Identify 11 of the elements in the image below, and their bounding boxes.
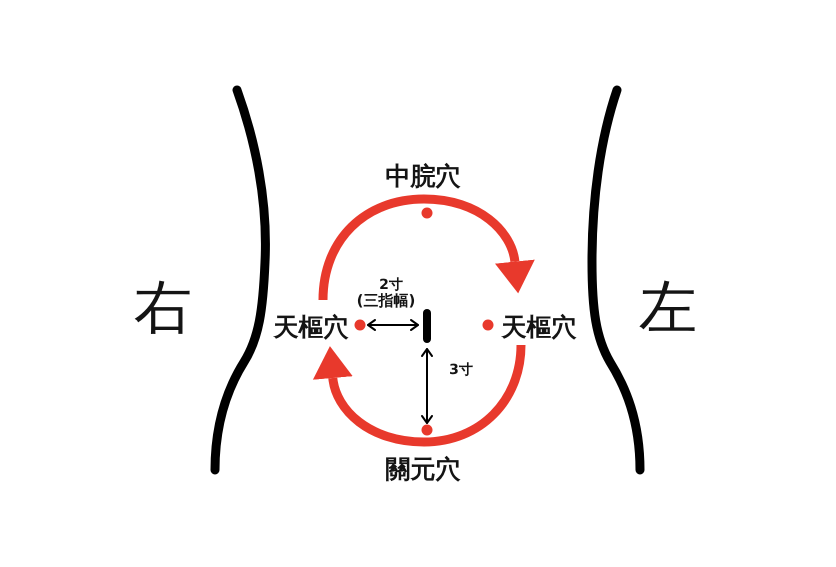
curved-arrow <box>318 194 535 300</box>
distance-label: 3寸 <box>449 363 473 377</box>
acupoint-label: 中脘穴 <box>386 164 460 188</box>
distance-label: (三指幅) <box>356 294 416 308</box>
acupoint-label: 關元穴 <box>386 456 460 482</box>
side-label: 左 <box>639 278 697 336</box>
acupoint-label: 天樞穴 <box>502 314 576 340</box>
distance-label: 2寸 <box>379 278 403 292</box>
curved-arrow <box>313 344 526 446</box>
side-label: 右 <box>134 278 192 336</box>
acupoint-label: 天樞穴 <box>274 314 348 340</box>
